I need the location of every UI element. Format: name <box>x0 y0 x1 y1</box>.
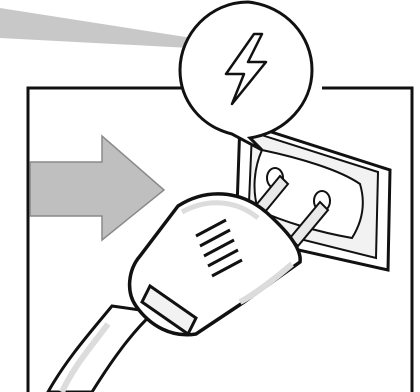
plug-cable <box>48 306 154 392</box>
warning-callout <box>180 2 312 150</box>
arrow-right-icon <box>30 136 164 240</box>
callout-pointer-beam <box>0 8 205 48</box>
